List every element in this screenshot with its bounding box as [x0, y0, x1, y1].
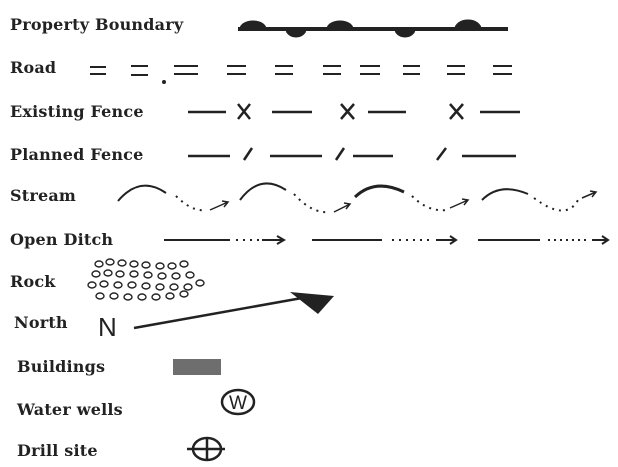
open-ditch-symbol [164, 236, 608, 244]
road-symbol [90, 66, 512, 83]
north-arrow-symbol: N [98, 292, 334, 342]
planned-fence-symbol [188, 148, 516, 160]
water-well-letter: W [229, 393, 247, 414]
stream-symbol [118, 183, 596, 212]
water-well-symbol: W [222, 390, 254, 414]
drill-site-symbol [187, 437, 225, 461]
property-boundary-symbol [238, 20, 508, 37]
existing-fence-symbol [188, 104, 520, 119]
building-symbol [173, 359, 221, 375]
rock-symbol [88, 259, 204, 300]
north-letter: N [98, 312, 117, 342]
